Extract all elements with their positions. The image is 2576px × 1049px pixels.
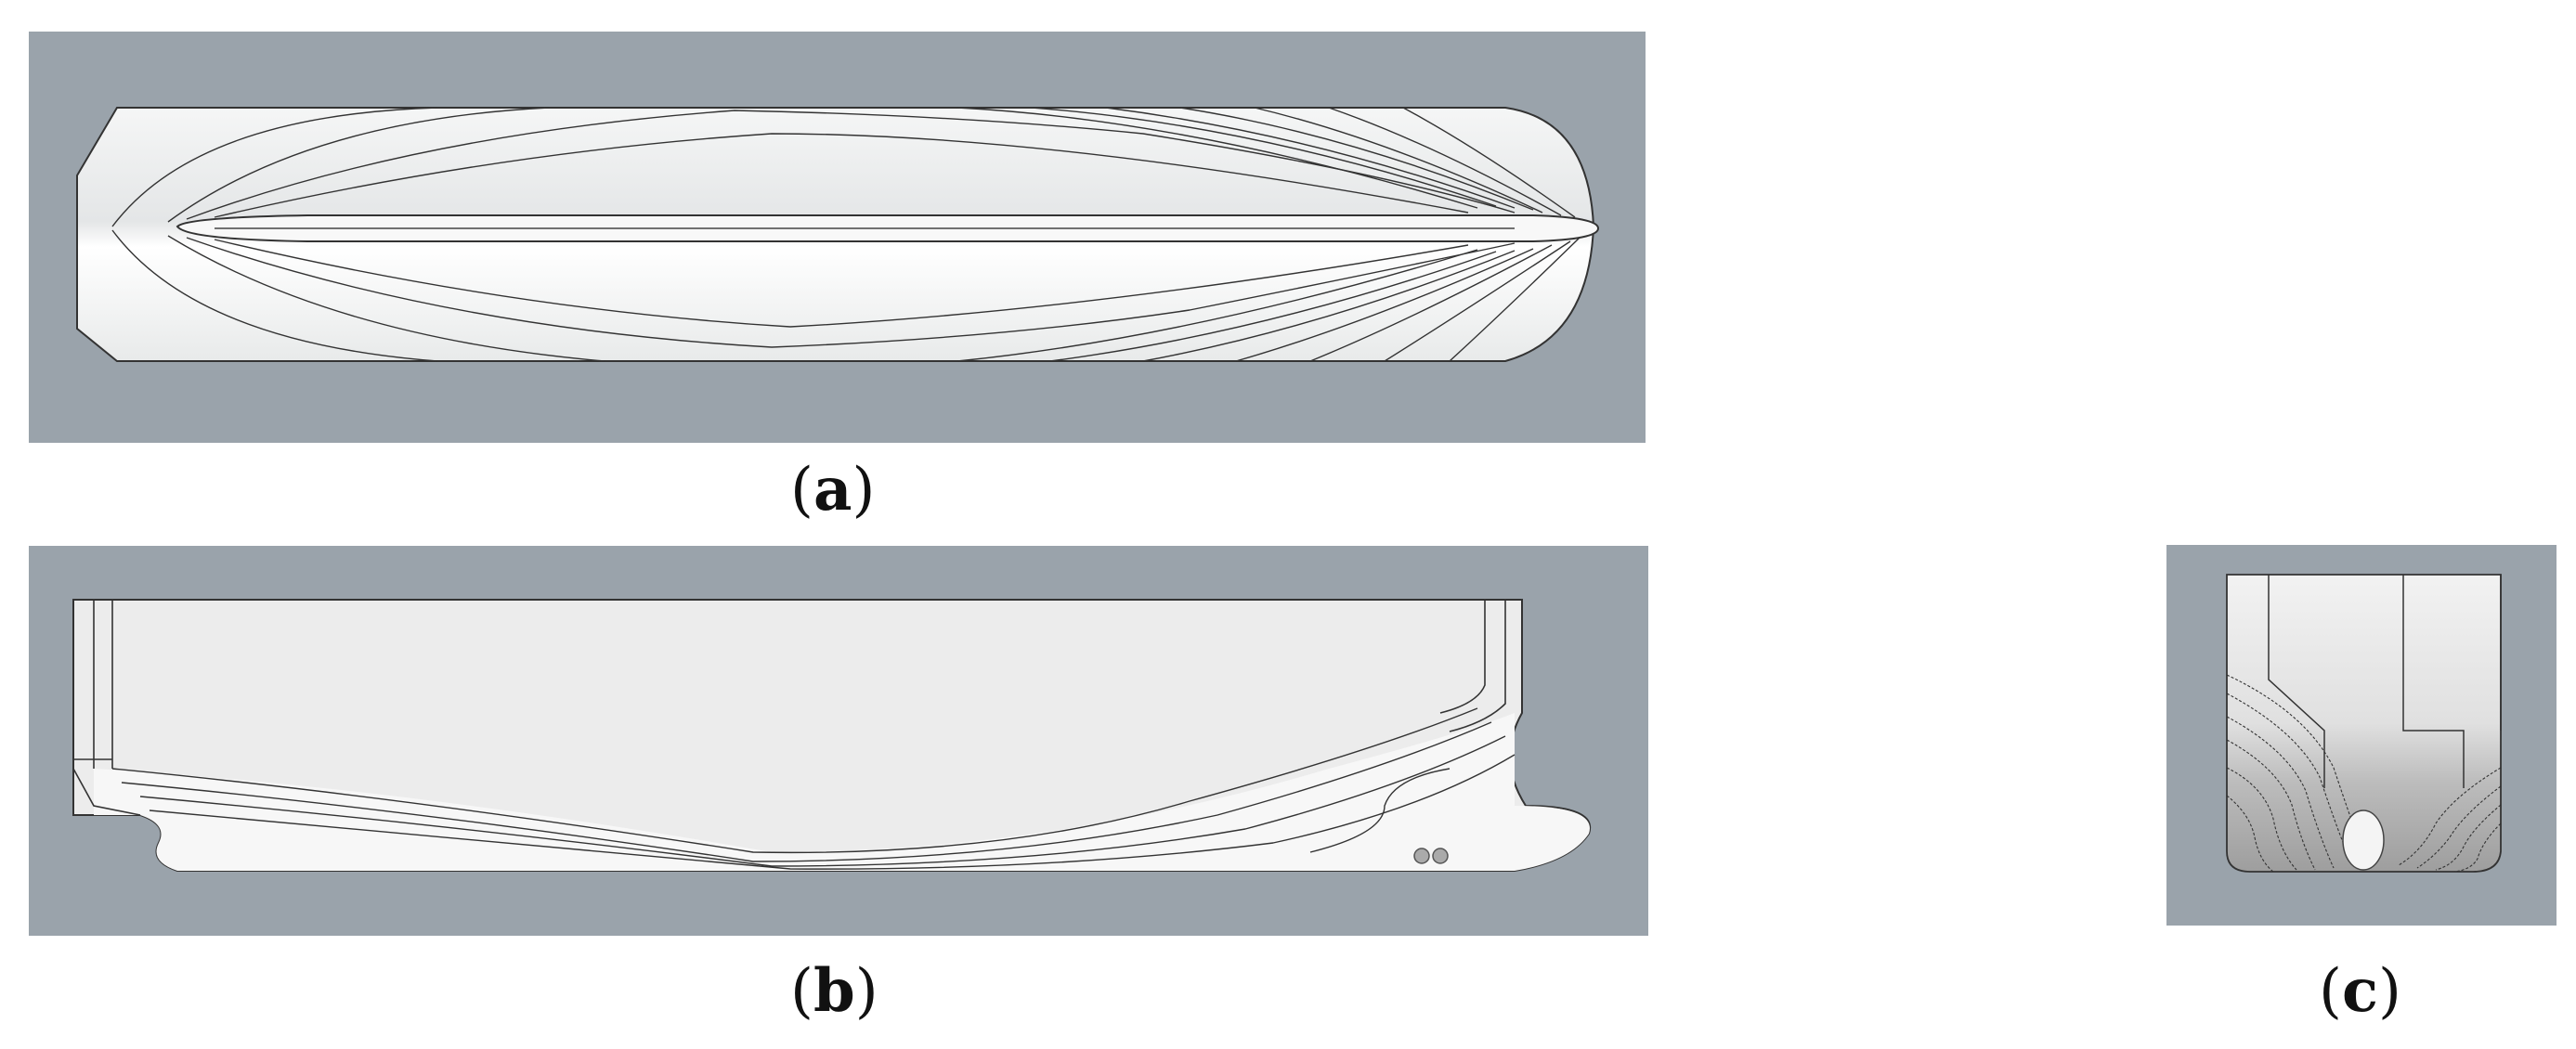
profile-stern-frames xyxy=(72,600,141,816)
hull-body-view xyxy=(2166,545,2556,926)
body-hull-outline xyxy=(2226,574,2502,873)
profile-bilge-band xyxy=(94,713,1590,871)
panel-label-a: (a) xyxy=(790,455,876,524)
bow-thruster-2 xyxy=(1432,848,1449,864)
bow-thruster-1 xyxy=(1413,848,1430,864)
body-superstructure xyxy=(2268,575,2502,788)
panel-label-b: (b) xyxy=(790,956,878,1026)
hull-profile-drawing xyxy=(29,546,1648,936)
profile-bow-frames xyxy=(1439,600,1523,732)
panel-label-c: (c) xyxy=(2319,956,2401,1026)
plan-waterlines xyxy=(111,107,1581,362)
hull-profile-view xyxy=(29,546,1648,936)
bulbous-bow xyxy=(2342,809,2385,871)
hull-plan-drawing xyxy=(29,32,1646,443)
hull-body-drawing xyxy=(2166,545,2556,926)
hull-plan-view xyxy=(29,32,1646,443)
profile-buttock-lines xyxy=(111,707,1516,870)
